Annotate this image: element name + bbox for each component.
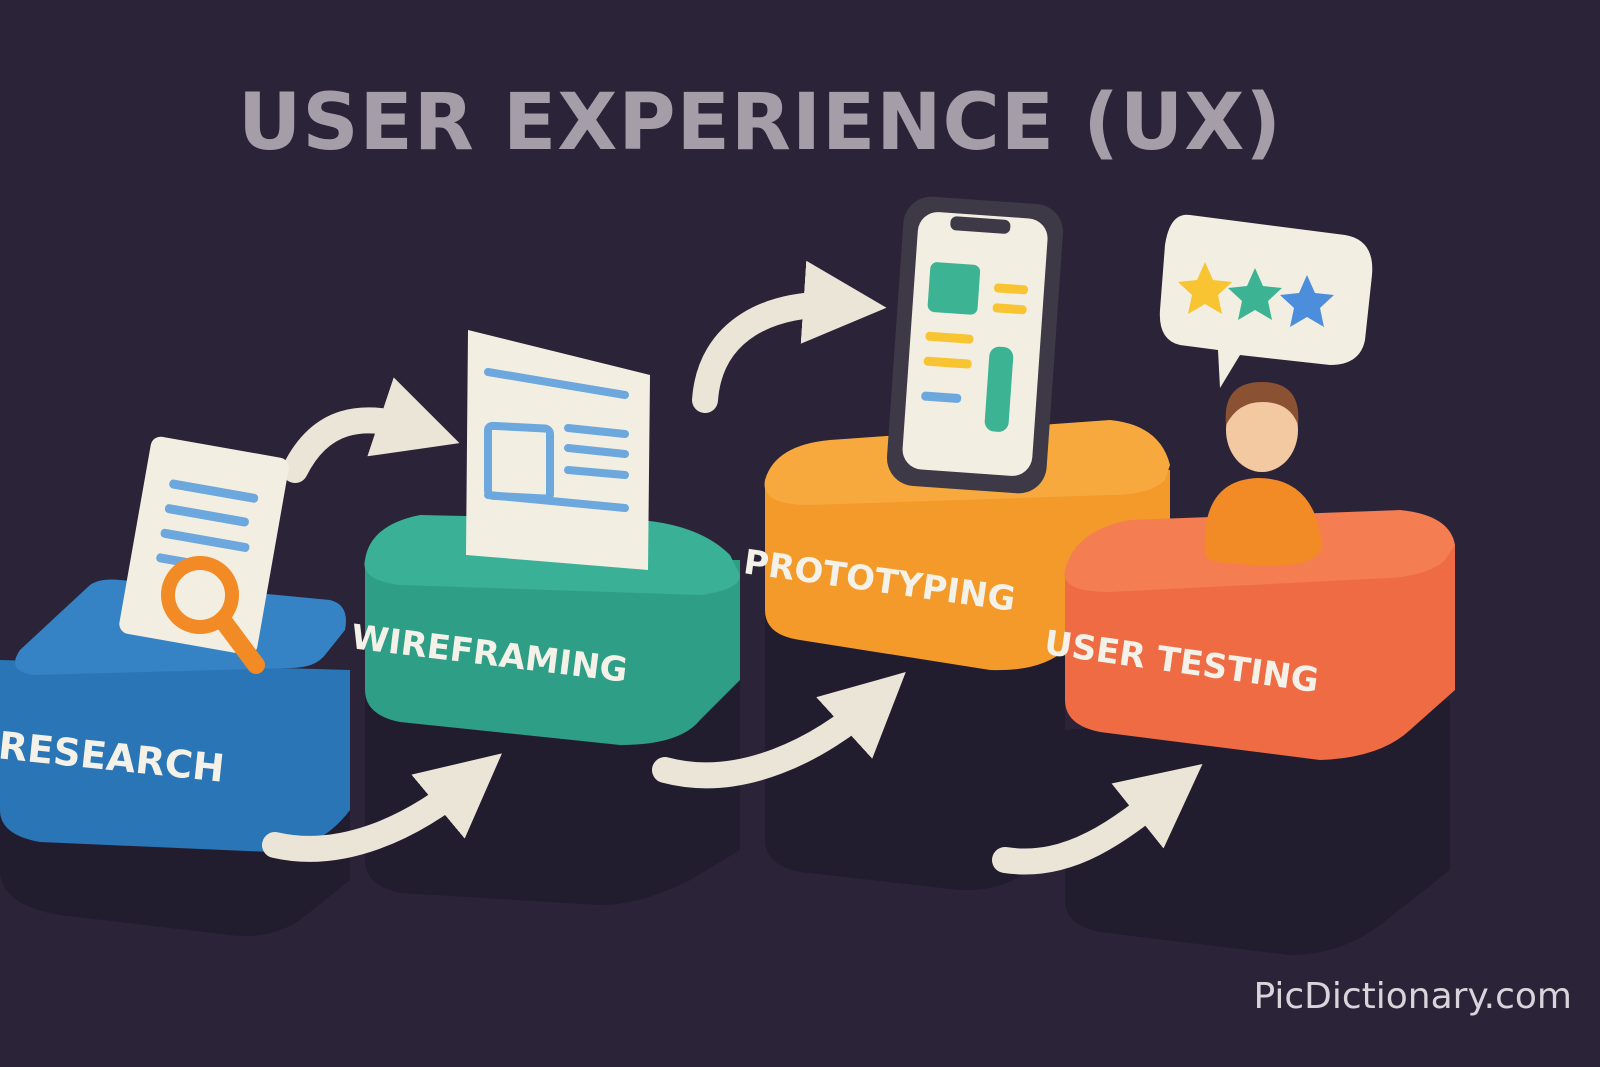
wireframe-card-icon: [466, 330, 650, 570]
user-hair: [1225, 382, 1299, 425]
user-head: [1226, 388, 1298, 472]
flow-arrow-bottom-2: [652, 672, 906, 789]
document-magnifier-icon: [119, 436, 289, 674]
flow-arrow-top-1: [282, 377, 460, 483]
watermark: PicDictionary.com: [1253, 976, 1572, 1017]
star-icon: [1228, 268, 1282, 320]
step-block-wireframing: WIREFRAMING: [349, 515, 740, 905]
step-block-research: RESEARCH: [0, 579, 350, 936]
user-feedback-icon: [1159, 214, 1373, 566]
flow-arrow-bottom-3: [992, 764, 1203, 875]
flow-arrow-bottom-1: [262, 753, 502, 862]
diagram-title: USER EXPERIENCE (UX): [238, 78, 1282, 168]
star-icon: [1178, 262, 1232, 314]
step-block-user-testing: USER TESTING: [1042, 510, 1455, 955]
flow-arrow-top-2: [692, 260, 887, 413]
user-body: [1204, 478, 1322, 566]
mobile-prototype-icon: [886, 196, 1064, 494]
star-icon: [1280, 275, 1334, 327]
